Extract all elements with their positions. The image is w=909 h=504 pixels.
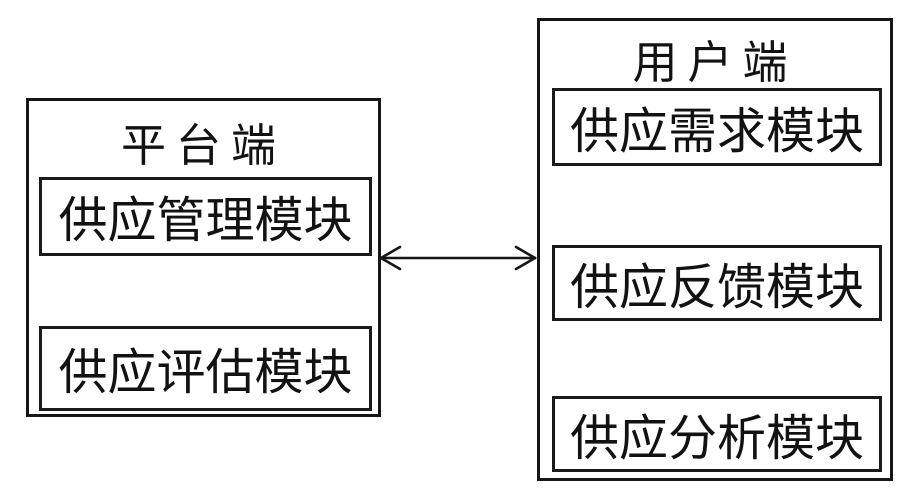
module-supply-demand: 供应需求模块 bbox=[552, 88, 882, 166]
module-supply-analysis: 供应分析模块 bbox=[552, 396, 882, 472]
bidirectional-arrow-icon bbox=[379, 245, 537, 271]
module-supply-evaluation-label: 供应评估模块 bbox=[58, 344, 353, 401]
module-supply-management-label: 供应管理模块 bbox=[58, 192, 353, 249]
module-supply-feedback-label: 供应反馈模块 bbox=[569, 258, 864, 316]
user-panel: 用户端 供应需求模块 供应反馈模块 供应分析模块 bbox=[537, 18, 893, 481]
module-supply-demand-label: 供应需求模块 bbox=[569, 102, 864, 160]
module-supply-management: 供应管理模块 bbox=[39, 177, 372, 256]
platform-panel-title: 平台端 bbox=[120, 119, 286, 172]
module-supply-evaluation: 供应评估模块 bbox=[39, 326, 372, 411]
platform-panel: 平台端 供应管理模块 供应评估模块 bbox=[26, 98, 381, 417]
user-panel-title: 用户端 bbox=[632, 36, 798, 89]
module-supply-feedback: 供应反馈模块 bbox=[552, 245, 882, 321]
module-supply-analysis-label: 供应分析模块 bbox=[569, 409, 864, 467]
